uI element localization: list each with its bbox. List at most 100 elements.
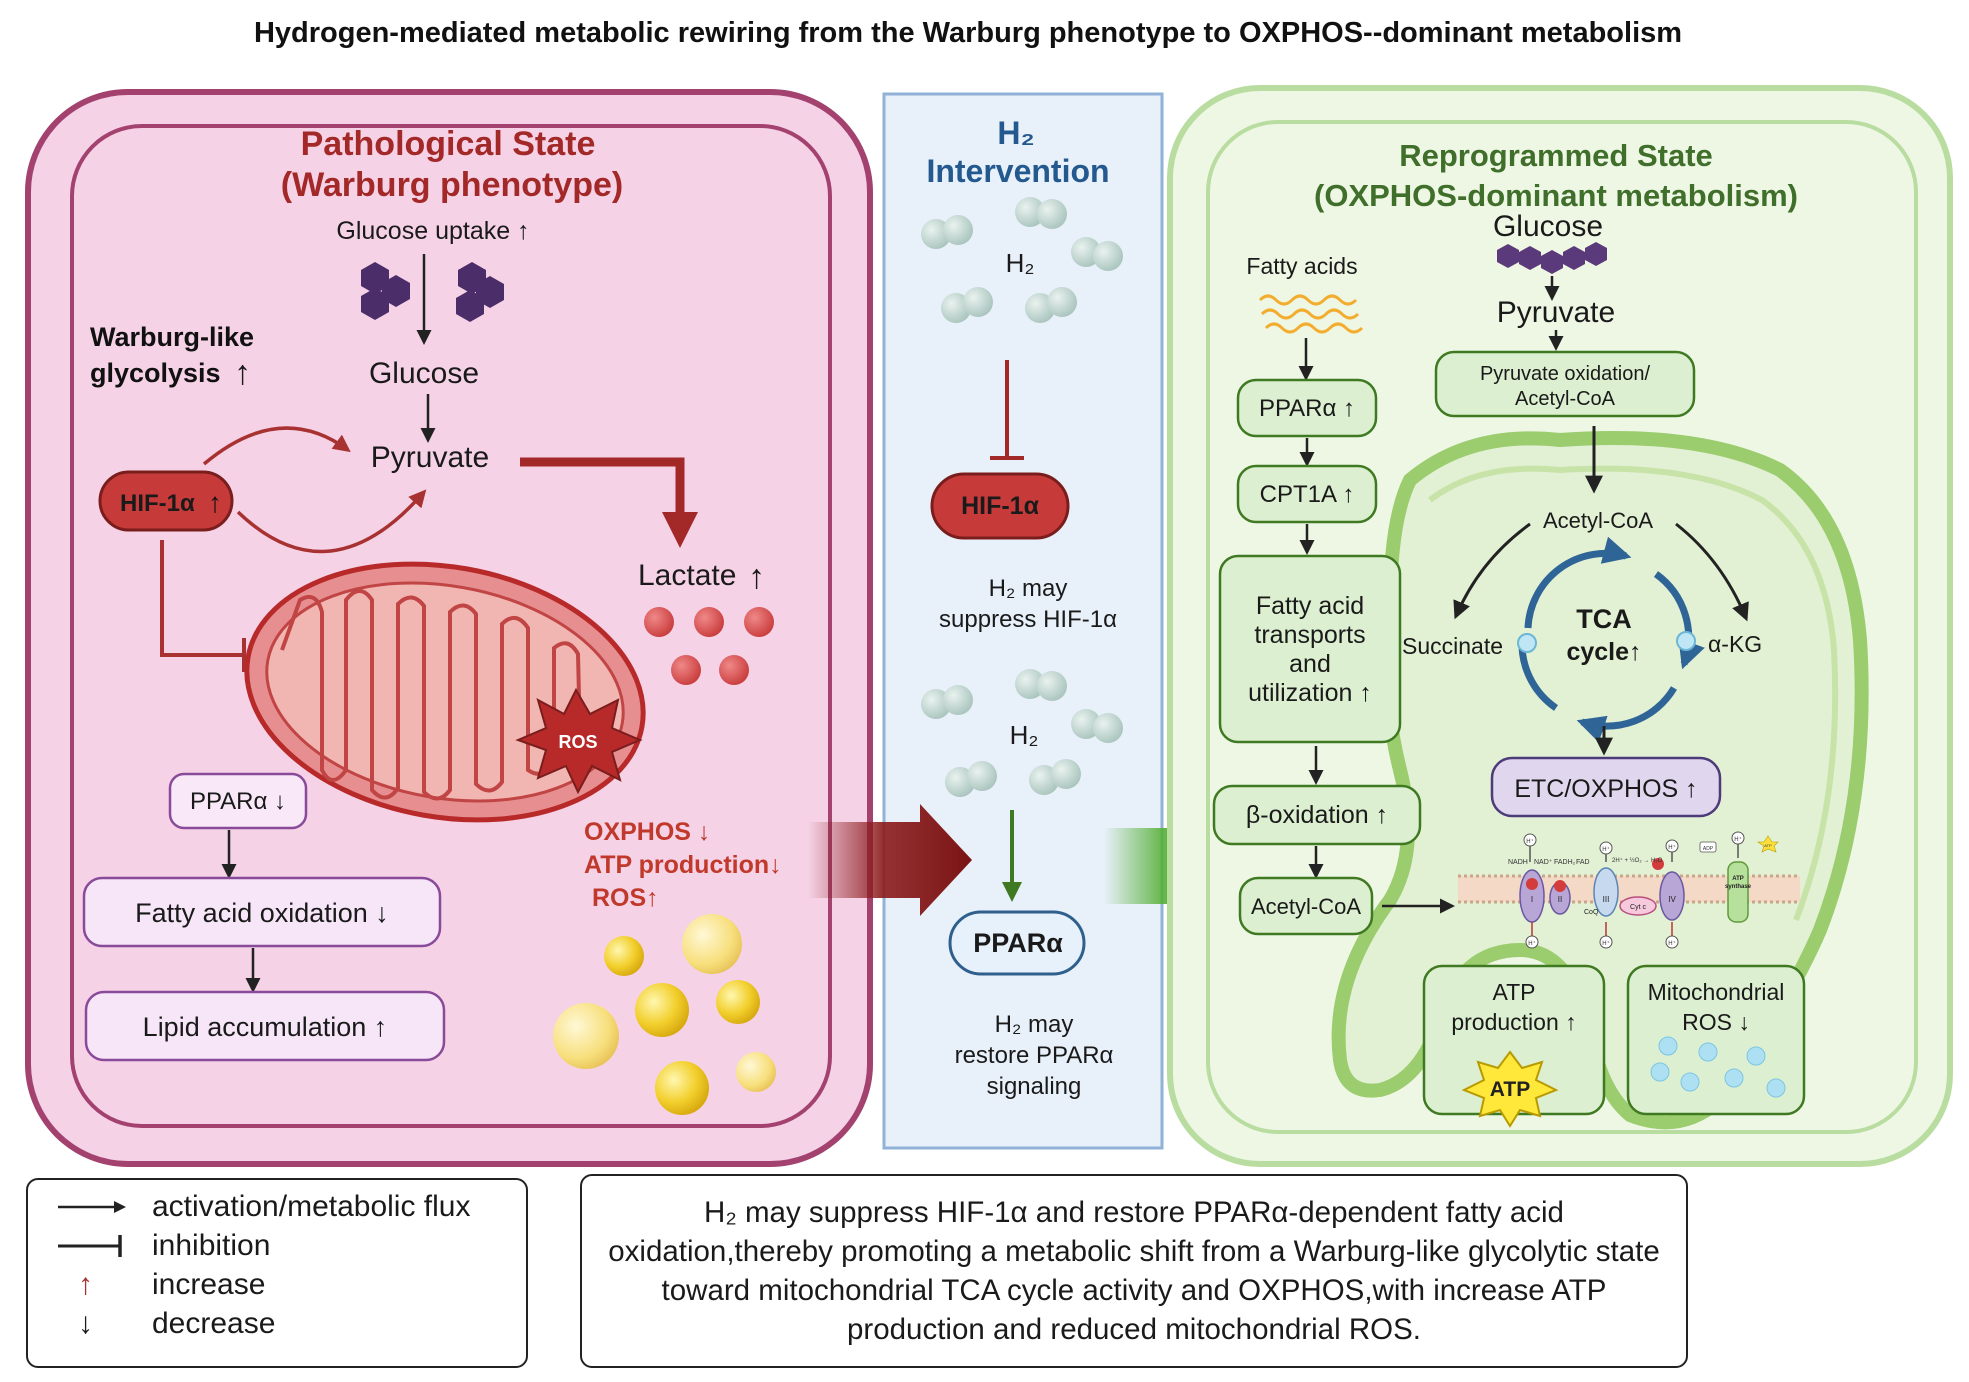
intervention-h2-title: H₂ [997, 115, 1034, 151]
acetylcoa-to-succinate-arrow [1453, 522, 1531, 620]
ppar-target-node [948, 910, 1086, 976]
ppar-label: PPARα ↓ [190, 788, 286, 815]
ros-up-label: ROS↑ [592, 884, 659, 912]
note-restore-line2: restore PPARα [955, 1042, 1114, 1069]
fatty-acids-label: Fatty acids [1246, 253, 1357, 279]
glucose-uptake-label: Glucose uptake ↑ [336, 217, 529, 245]
h2-molecules-lower-icon [921, 669, 1123, 797]
atp-star-label: ATP [1490, 1078, 1530, 1101]
etc-adp-label: ADP [1703, 846, 1714, 852]
pathological-panel: Pathological State (Warburg phenotype) G… [25, 89, 873, 1167]
etc-complex2-label: II [1558, 895, 1562, 904]
etc-complex4-label: IV [1668, 895, 1676, 904]
etc-hplus-label-5: H⁺ [1528, 940, 1536, 947]
warburg-to-intervention-arrow [808, 804, 972, 916]
legend-activation: activation/metabolic flux [28, 1188, 526, 1227]
acetylcoa-top-label: Acetyl-CoA [1543, 508, 1653, 533]
note-restore-line1: H₂ may [995, 1011, 1074, 1038]
note-suppress-line2: suppress HIF-1α [939, 606, 1117, 633]
etc-complex3-label: III [1603, 895, 1610, 904]
lactate-up-arrow-icon: ↑ [748, 558, 765, 596]
etc-complex1-label: I [1531, 895, 1533, 904]
pyruvate-label: Pyruvate [371, 441, 489, 474]
etc-coq-label: CoQ [1584, 909, 1599, 916]
etc-hplus-label-2: H⁺ [1602, 846, 1610, 853]
lactate-arrowhead [662, 512, 698, 548]
mitochondrion-inner-membrane [1428, 465, 1839, 922]
oxphos-down-label: OXPHOS ↓ [584, 818, 710, 846]
fao-label: Fatty acid oxidation ↓ [135, 898, 389, 928]
hif1a-up-arrow-icon: ↑ [208, 487, 222, 518]
ppar-node [168, 772, 308, 830]
glucose-label: Glucose [369, 357, 479, 390]
increase-arrow-icon: ↑ [234, 354, 251, 392]
acetylcoa-left-node [1238, 876, 1374, 936]
inhibition-bar-icon [58, 1235, 122, 1257]
etc-hplus-label-3: H⁺ [1668, 844, 1676, 851]
ppar-target-label: PPARα [973, 928, 1063, 958]
note-suppress-line1: H₂ may [989, 575, 1068, 602]
etc-hplus-label-6: H⁺ [1602, 940, 1610, 947]
etc-nad-label: NAD⁺ [1534, 859, 1553, 866]
etc-oxphos-node [1490, 756, 1722, 818]
lactate-molecules-icon [644, 607, 774, 685]
down-arrow-icon: ↓ [78, 1307, 93, 1340]
etc-hplus-label-4: H⁺ [1734, 836, 1742, 843]
beta-oxidation-label: β-oxidation ↑ [1246, 801, 1388, 829]
hif-to-pyruvate-arrow [202, 426, 351, 466]
reprogrammed-title: Reprogrammed State [1399, 138, 1713, 173]
summary-box: H₂ may suppress HIF-1α and restore PPARα… [580, 1174, 1688, 1368]
warburg-glycolysis-label-2: glycolysis [90, 358, 221, 388]
pyruvate-oxidation-label-2: Acetyl-CoA [1515, 388, 1616, 410]
cpt1a-label: CPT1A ↑ [1260, 481, 1355, 508]
etc-fadh2-label: FADH₂ [1554, 859, 1576, 866]
ppar-right-label: PPARα ↑ [1259, 395, 1355, 422]
lactate-label: Lactate [638, 559, 736, 592]
hif-inhibit-mitochondria [160, 540, 244, 657]
ros-label: ROS [558, 732, 597, 752]
atp-production-label: ATP [1492, 979, 1535, 1005]
acetylcoa-left-label: Acetyl-CoA [1251, 894, 1361, 919]
etc-atp-label: ATP [1764, 843, 1772, 848]
etc-synthase-label-2: synthase [1725, 884, 1752, 890]
lipid-node [84, 990, 446, 1062]
legend-decrease: ↓ decrease [28, 1305, 526, 1344]
summary-text: H₂ may suppress HIF-1α and restore PPARα… [608, 1196, 1660, 1346]
intervention-title: Intervention [926, 153, 1109, 189]
fatty-acid-chains-icon [1258, 294, 1364, 334]
fa-transport-label-4: utilization ↑ [1248, 679, 1372, 707]
atp-production-label-2: production ↑ [1451, 1009, 1576, 1035]
pathological-subtitle: (Warburg phenotype) [281, 166, 624, 204]
up-arrow-icon: ↑ [78, 1268, 93, 1301]
ros-burst-icon: ROS [515, 687, 643, 795]
legend-decrease-label: decrease [152, 1307, 276, 1340]
etc-oxphos-label: ETC/OXPHOS ↑ [1514, 775, 1697, 803]
glucose-chain-icon [1497, 242, 1607, 274]
hif1a-node [98, 470, 234, 532]
etc-fad-label: FAD [1576, 859, 1590, 866]
etc-hplus-label-1: H⁺ [1526, 838, 1534, 845]
fa-transport-label-1: Fatty acid [1256, 592, 1364, 620]
glucose-right-label: Glucose [1493, 210, 1603, 243]
cpt1a-node [1236, 464, 1378, 524]
activation-arrow-icon [58, 1201, 126, 1213]
etc-cytc-label: Cyt c [1630, 904, 1646, 911]
reprogrammed-subtitle: (OXPHOS-dominant metabolism) [1314, 178, 1798, 213]
ppar-right-node [1236, 378, 1378, 438]
hif1a-target-label: HIF-1α [961, 492, 1040, 520]
electron-transport-chain-icon: H⁺ H⁺ H⁺ H⁺ H⁺ H⁺ H⁺ NADH NAD⁺ FADH₂ FAD… [1458, 831, 1800, 949]
pyruvate-oxidation-label: Pyruvate oxidation/ [1480, 363, 1651, 385]
succinate-label: Succinate [1402, 633, 1503, 659]
lipid-label: Lipid accumulation ↑ [143, 1012, 388, 1042]
pyruvate-to-lactate-arrow [520, 457, 685, 520]
pathological-title: Pathological State [301, 125, 596, 163]
h2-label-bottom: H₂ [1010, 720, 1039, 750]
legend-increase: ↑ increase [28, 1266, 526, 1305]
note-restore-line3: signaling [987, 1073, 1082, 1100]
mito-ros-label-2: ROS ↓ [1682, 1009, 1750, 1035]
legend-inhibition: inhibition [28, 1227, 526, 1266]
legend-increase-label: increase [152, 1268, 266, 1301]
figure-title: Hydrogen-mediated metabolic rewiring fro… [254, 17, 1682, 49]
